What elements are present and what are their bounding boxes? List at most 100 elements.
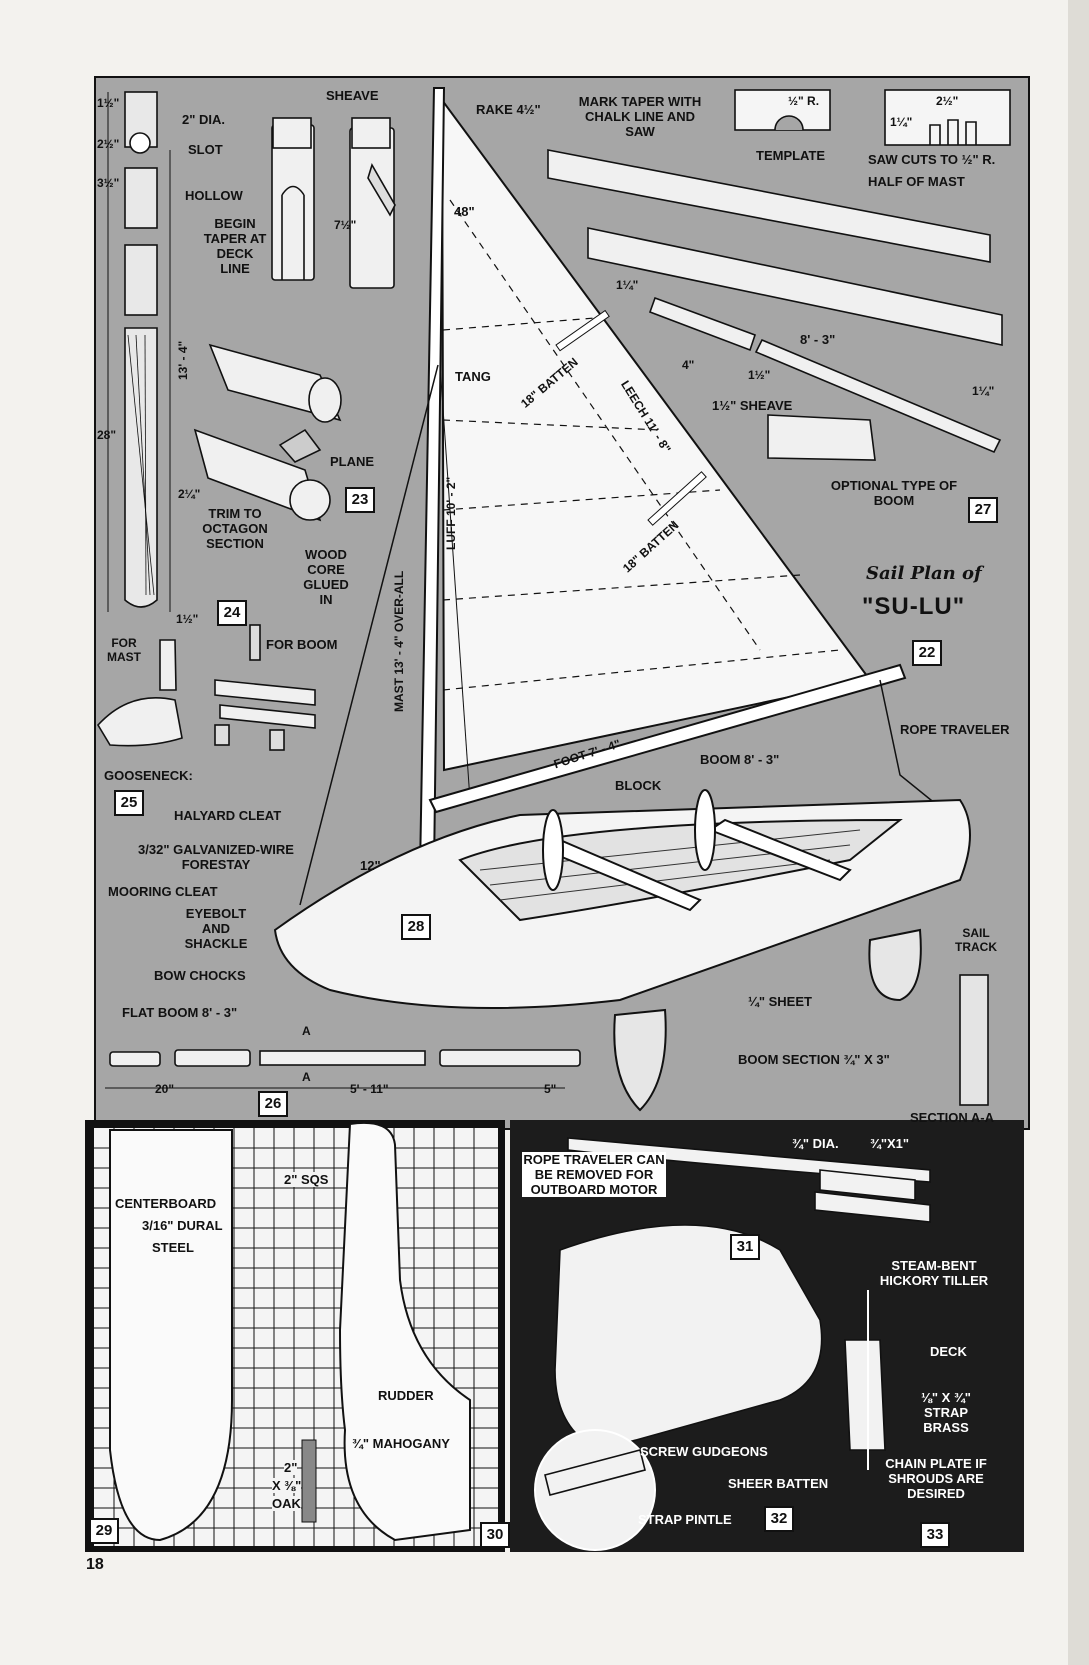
- label-for-boom: FOR BOOM: [266, 637, 338, 652]
- fig-badge-22: 22: [912, 640, 942, 666]
- label-rope-traveler: ROPE TRAVELER: [900, 722, 1010, 737]
- hull-diagram: [273, 789, 971, 1112]
- label-oak: OAK: [272, 1496, 301, 1511]
- label-oak-3-8in: X ⅜": [272, 1478, 302, 1493]
- label-slot: SLOT: [188, 142, 223, 157]
- plan-title-line1: Sail Plan of: [866, 563, 982, 584]
- label-optional-boom: OPTIONAL TYPE OF BOOM: [830, 478, 958, 508]
- fig-badge-28: 28: [401, 914, 431, 940]
- label-2in-sqs: 2" SQS: [282, 1172, 331, 1187]
- gooseneck-diagram: [97, 624, 316, 751]
- label-rudder: RUDDER: [376, 1388, 436, 1403]
- label-gooseneck: GOOSENECK:: [104, 768, 193, 783]
- label-12in: 12": [360, 858, 381, 873]
- sail-diagram: [440, 96, 872, 772]
- label-traveler-removed: ROPE TRAVELER CAN BE REMOVED FOR OUTBOAR…: [522, 1152, 666, 1197]
- label-boom-section: BOOM SECTION ¾" X 3": [738, 1052, 890, 1067]
- label-48in: 48": [454, 204, 475, 219]
- label-strap-pintle: STRAP PINTLE: [638, 1512, 732, 1527]
- mast-dim-7-5: 7½": [334, 218, 357, 232]
- plan-title-line2: "SU-LU": [862, 593, 966, 620]
- label-hollow: HOLLOW: [185, 188, 243, 203]
- fig-badge-30: 30: [480, 1522, 510, 1548]
- mast-profile-diagram: [107, 91, 171, 612]
- label-eyebolt: EYEBOLT AND SHACKLE: [184, 906, 248, 951]
- label-boom-length: BOOM 8' - 3": [700, 752, 780, 767]
- fig-badge-24: 24: [217, 600, 247, 626]
- tiller-diagram: [534, 1137, 931, 1551]
- label-bow-chocks: BOW CHOCKS: [154, 968, 246, 983]
- label-5-11: 5' - 11": [350, 1082, 389, 1096]
- label-boom-end-1-25in: 1¼": [972, 384, 995, 398]
- label-2-5in: 2½": [936, 94, 959, 108]
- label-1-25in-top: 1¼": [890, 115, 913, 129]
- label-sheave: SHEAVE: [326, 88, 379, 103]
- label-tiller-size: ¾"X1": [870, 1136, 910, 1151]
- mast-dim-3-5: 3½": [97, 176, 120, 190]
- label-mahogany: ¾" MAHOGANY: [350, 1436, 452, 1451]
- label-half-mast: HALF OF MAST: [868, 174, 965, 189]
- label-20in: 20": [155, 1082, 175, 1096]
- label-flat-boom: FLAT BOOM 8' - 3": [122, 1005, 238, 1020]
- label-halyard-cleat: HALYARD CLEAT: [174, 808, 282, 823]
- label-mast-overall: MAST 13' - 4" OVER-ALL: [392, 570, 406, 712]
- label-centerboard: CENTERBOARD: [113, 1196, 219, 1211]
- label-sheet: ¼" SHEET: [748, 994, 812, 1009]
- label-forestay: 3/32" GALVANIZED-WIRE FORESTAY: [138, 842, 294, 872]
- boom-taper-diagram: [547, 89, 1011, 461]
- label-strap-brass: ⅛" X ¾" STRAP BRASS: [921, 1390, 971, 1435]
- fig-badge-23: 23: [345, 487, 375, 513]
- mast-dim-13-4: 13' - 4": [176, 340, 190, 380]
- label-oak-2in: 2": [284, 1460, 298, 1475]
- mast-dim-2-25: 2¼": [178, 487, 201, 501]
- label-begin-taper: BEGIN TAPER AT DECK LINE: [203, 216, 267, 276]
- label-dural: 3/16" DURAL: [140, 1218, 225, 1233]
- label-wood-core: WOOD CORE GLUED IN: [303, 547, 349, 607]
- label-boom-1-25in: 1¼": [616, 278, 639, 292]
- label-screw-gudgeons: SCREW GUDGEONS: [640, 1444, 768, 1459]
- label-saw-cuts: SAW CUTS TO ½" R.: [868, 152, 996, 167]
- oak-strip: [301, 1439, 317, 1523]
- label-block: BLOCK: [615, 778, 662, 793]
- mast-halves-diagram: [271, 117, 396, 289]
- label-sheer-batten: SHEER BATTEN: [728, 1476, 829, 1491]
- rudder-shape: [338, 1122, 471, 1542]
- label-rake: RAKE 4½": [476, 102, 541, 117]
- label-mark-taper: MARK TAPER WITH CHALK LINE AND SAW: [578, 94, 702, 139]
- label-section-aa: SECTION A-A: [910, 1110, 995, 1125]
- label-trim-octagon: TRIM TO OCTAGON SECTION: [202, 506, 268, 551]
- label-section-a-top: A: [302, 1024, 311, 1038]
- fig-badge-31: 31: [730, 1234, 760, 1260]
- label-tang: TANG: [455, 369, 491, 384]
- label-sheave-1-5in: 1½" SHEAVE: [712, 398, 793, 413]
- label-template: TEMPLATE: [756, 148, 826, 163]
- label-section-a-bottom: A: [302, 1070, 311, 1084]
- label-plane: PLANE: [330, 454, 375, 469]
- label-deck: DECK: [930, 1344, 967, 1359]
- label-2in-dia: 2" DIA.: [182, 112, 226, 127]
- label-steel: STEEL: [150, 1240, 196, 1255]
- centerboard-shape: [109, 1129, 233, 1542]
- label-hickory-tiller: STEAM-BENT HICKORY TILLER: [879, 1258, 989, 1288]
- fig-badge-26: 26: [258, 1091, 288, 1117]
- label-tiller-dia: ¾" DIA.: [792, 1136, 839, 1151]
- label-chain-plate: CHAIN PLATE IF SHROUDS ARE DESIRED: [885, 1456, 987, 1501]
- label-half-inch-r: ½" R.: [788, 94, 820, 108]
- fig-badge-29: 29: [89, 1518, 119, 1544]
- page-number: 18: [86, 1556, 104, 1573]
- label-for-mast: FOR MAST: [107, 636, 141, 664]
- label-mooring-cleat: MOORING CLEAT: [108, 884, 218, 899]
- mast-dim-2-5: 2½": [97, 137, 120, 151]
- mast-dim-bottom-1-5: 1½": [176, 612, 199, 626]
- label-5in: 5": [544, 1082, 557, 1096]
- mast-dim-1-5: 1½": [97, 96, 120, 110]
- fig-badge-25: 25: [114, 790, 144, 816]
- fig-badge-27: 27: [968, 497, 998, 523]
- mast-dim-28: 28": [97, 428, 117, 442]
- page-edge: [1068, 0, 1089, 1665]
- label-luff: LUFF 10' - 2": [444, 476, 458, 550]
- flat-boom-diagram: [105, 974, 989, 1106]
- fig-badge-32: 32: [764, 1506, 794, 1532]
- label-4in: 4": [682, 358, 695, 372]
